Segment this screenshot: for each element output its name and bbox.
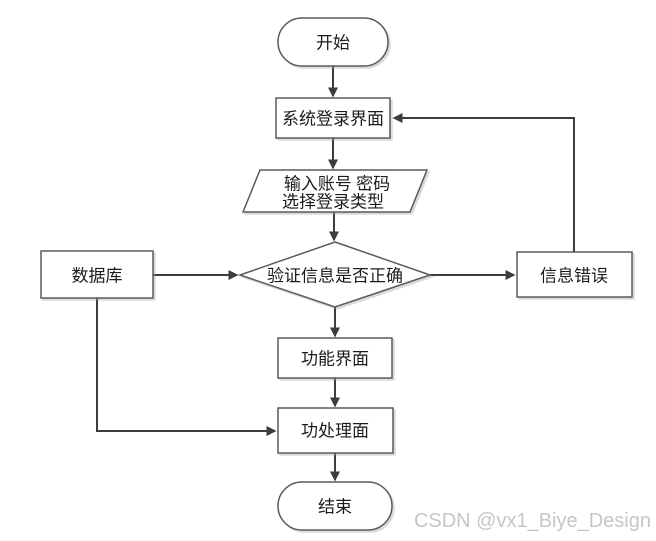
start-label: 开始 — [316, 34, 350, 53]
node-labels: 开始 系统登录界面 输入账号 密码 选择登录类型 验证信息是否正确 数据库 信息… — [72, 34, 609, 517]
error-process-shape — [516, 251, 633, 298]
csdn-watermark: CSDN @vx1_Biye_Design — [414, 510, 651, 532]
login-process-shape — [275, 97, 391, 139]
database-process-shape — [40, 250, 154, 299]
function-process-shape — [277, 337, 393, 379]
verify-label: 验证信息是否正确 — [267, 267, 403, 286]
arrow-database-to-process — [96, 298, 277, 436]
input-label-line2: 选择登录类型 — [282, 193, 384, 212]
start-terminator-shape — [277, 17, 389, 67]
arrow-error-to-login — [392, 113, 575, 252]
input-label-line1: 输入账号 密码 — [284, 175, 390, 194]
connectors — [96, 66, 575, 482]
input-parallelogram-shape — [241, 169, 429, 213]
end-label: 结束 — [318, 498, 352, 517]
function-label: 功能界面 — [301, 350, 369, 369]
nodes — [40, 17, 633, 531]
process-process-shape — [277, 407, 394, 454]
end-terminator-shape — [277, 481, 393, 531]
verify-decision-diamond-shape — [237, 241, 433, 308]
database-label: 数据库 — [72, 267, 123, 286]
error-label: 信息错误 — [540, 267, 608, 286]
process-label: 功处理面 — [301, 422, 369, 441]
login-label: 系统登录界面 — [282, 110, 384, 129]
